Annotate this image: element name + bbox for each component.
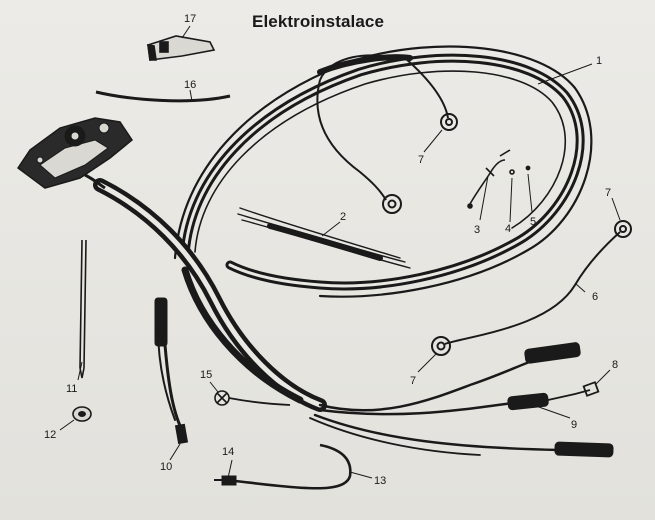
wire-end-10 — [163, 344, 189, 445]
rod-11 — [79, 239, 87, 379]
callout-13: 13 — [374, 475, 386, 487]
callout-17: 17 — [184, 13, 196, 25]
ring-terminal-wire-top — [316, 54, 458, 214]
callout-4: 4 — [505, 223, 511, 235]
leader-lines — [59, 25, 621, 479]
callout-1: 1 — [596, 55, 602, 67]
callout-7-bottom: 7 — [410, 375, 416, 387]
connector-sleeves — [154, 297, 614, 458]
wire-16 — [95, 90, 231, 103]
callout-labels: 1 2 3 4 5 6 7 7 7 8 9 10 11 12 13 14 15 … — [44, 13, 618, 487]
callout-12: 12 — [44, 429, 56, 441]
wire-bundle-2 — [237, 207, 411, 269]
callout-2: 2 — [340, 211, 346, 223]
cap-17 — [147, 35, 216, 61]
callout-8: 8 — [612, 359, 618, 371]
small-parts-3-4-5 — [467, 149, 531, 209]
plug-connector — [547, 381, 600, 401]
callout-14: 14 — [222, 446, 234, 458]
diagram-title: Elektroinstalace — [252, 12, 384, 31]
callout-10: 10 — [160, 461, 172, 473]
callout-15: 15 — [200, 369, 212, 381]
lower-harness-trunk — [93, 178, 562, 456]
callout-5: 5 — [530, 216, 536, 228]
main-harness-loop — [173, 45, 593, 298]
callout-7-right: 7 — [605, 187, 611, 199]
grommet-12 — [72, 406, 92, 422]
wire-6 — [431, 220, 632, 356]
lamp-15 — [214, 390, 291, 406]
switch-housing — [16, 117, 134, 190]
wire-13 — [214, 443, 352, 490]
callout-7-top: 7 — [418, 154, 424, 166]
callout-9: 9 — [571, 419, 577, 431]
callout-11: 11 — [66, 383, 77, 395]
callout-6: 6 — [592, 291, 598, 303]
callout-16: 16 — [184, 79, 196, 91]
callout-3: 3 — [474, 224, 480, 236]
